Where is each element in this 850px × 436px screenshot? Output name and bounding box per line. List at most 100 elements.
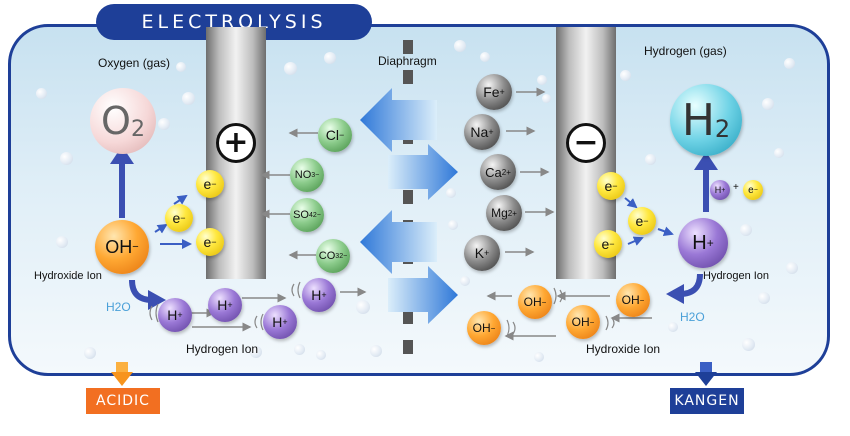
ion-base: CO [318,250,336,262]
hydrogen-ion: H+ [263,305,297,339]
ion-base: OH [621,293,640,307]
electron: e− [597,172,625,200]
bubble [668,322,678,332]
ion-charge: − [541,297,547,307]
ion-charge: − [211,179,217,189]
ion-base: K [474,245,485,261]
bubble [56,236,68,248]
bubble [537,75,547,85]
ion-charge: 2− [312,211,321,219]
ion-base: e [748,184,754,196]
bubble [534,352,544,362]
bubble [786,262,798,274]
ion-base: H [167,307,178,323]
ion-base: e [604,178,613,194]
flow-arrow-right-1 [388,144,458,200]
oxygen-gas-label: Oxygen (gas) [98,56,171,70]
flow-arrow-left-2 [360,210,437,274]
ion-charge: − [338,130,345,140]
bubble [784,58,795,69]
ion-base: Ca [485,164,502,180]
cathode-minus-sign: − [566,123,606,163]
equation-plus: + [733,182,739,193]
bubble [84,347,96,359]
ion-charge: 2− [339,252,348,260]
ion-base: e [601,236,610,252]
hydrogen-ion-label-left: Hydrogen Ion [186,342,259,356]
h2-symbol: H [681,94,715,146]
bubble [774,148,784,158]
ion-charge: − [211,237,217,247]
hydrogen-ion-label-right: Hydrogen Ion [703,270,770,282]
bubble [182,92,195,105]
ion-charge: + [488,127,494,137]
bubble [250,346,262,358]
ion-charge: + [321,290,327,300]
ion-base: OH [472,321,491,335]
flow-arrow-left-1 [360,88,437,152]
ion-base: Fe [483,84,500,100]
bubble [454,40,466,52]
bubble [446,188,456,198]
ion-base: SO [293,209,309,221]
bubble [758,292,770,304]
sodium-ion: Na+ [464,114,500,150]
equation-proton: H+ [710,180,730,200]
hydroxide-ion: OH− [518,285,552,319]
bubble [60,152,73,165]
ion-charge: + [282,317,288,327]
ion-base: e [203,234,212,250]
ion-base: e [203,176,212,192]
bubble [742,338,755,351]
hydroxide-ion-label: Hydroxide Ion [34,270,102,282]
bubble [542,94,551,103]
ion-base: H [311,287,322,303]
electron: e− [165,204,193,232]
bubble [158,118,170,130]
hydrogen-gas-label: Hydrogen (gas) [644,44,727,58]
acidic-output-label: ACIDIC [86,388,160,414]
bubble [70,270,80,280]
ion-charge: − [639,295,645,305]
ion-charge: − [753,186,758,194]
ion-charge: − [609,239,615,249]
bubble [762,98,774,110]
electron: e− [594,230,622,258]
ion-charge: − [643,216,649,226]
flow-arrow-right-2 [388,266,458,324]
ion-base: H [217,297,228,313]
ion-base: H [272,314,283,330]
hydrogen-ion: H+ [302,278,336,312]
ion-charge: + [227,300,233,310]
ion-base: Na [470,124,489,140]
ion-base: NO [294,169,312,181]
ion-charge: 2+ [501,167,511,177]
chloride-ion: Cl− [318,118,352,152]
hydroxide-ion-label-right: Hydroxide Ion [586,342,661,356]
bubble [480,52,490,62]
bubble [36,88,47,99]
iron-ion: Fe+ [476,74,512,110]
diaphragm-label: Diaphragm [378,54,437,68]
potassium-ion: K+ [464,235,500,271]
bubble [324,52,336,64]
ion-charge: − [132,241,139,253]
h2o-label-left: H2O [106,300,131,314]
ion-base: H [692,231,707,254]
o2-symbol: O [101,99,131,143]
ion-charge: 2+ [507,208,517,218]
ion-charge: − [589,317,595,327]
hydroxide-ion: OH− [467,311,501,345]
h2o-label-right: H2O [680,310,705,324]
ion-charge: − [612,181,618,191]
bubble [448,220,458,230]
bubble [370,345,382,357]
